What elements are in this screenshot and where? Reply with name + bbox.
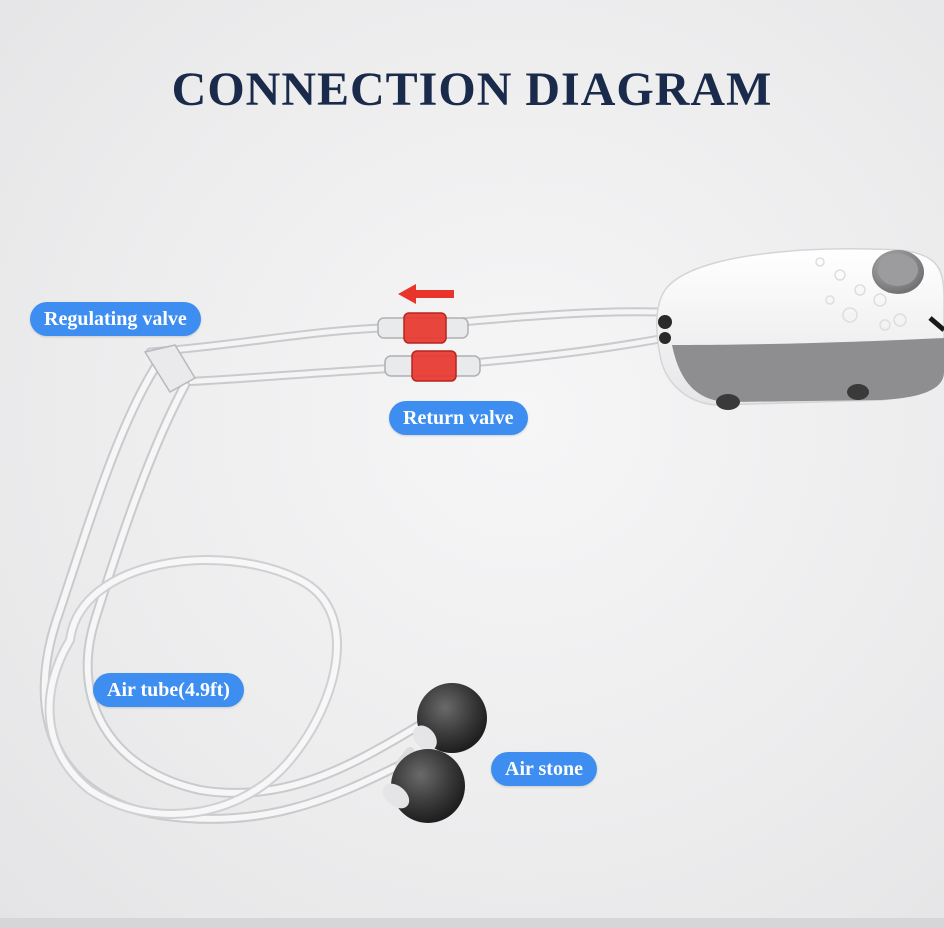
air-stone-icon — [382, 749, 465, 823]
air-tubes — [39, 307, 670, 824]
page-title: CONNECTION DIAGRAM — [171, 63, 773, 116]
label-return-valve: Return valve — [389, 401, 528, 435]
left-arrow-icon — [398, 284, 454, 304]
label-regulating-valve: Regulating valve — [30, 302, 201, 336]
floor-strip — [0, 918, 944, 928]
air-pump-icon — [655, 248, 944, 410]
label-air-tube: Air tube(4.9ft) — [93, 673, 244, 707]
regulating-valve-icon — [377, 312, 469, 344]
return-valve-icon — [384, 350, 481, 382]
tee-connector-icon — [143, 344, 197, 394]
label-air-stone: Air stone — [491, 752, 597, 786]
